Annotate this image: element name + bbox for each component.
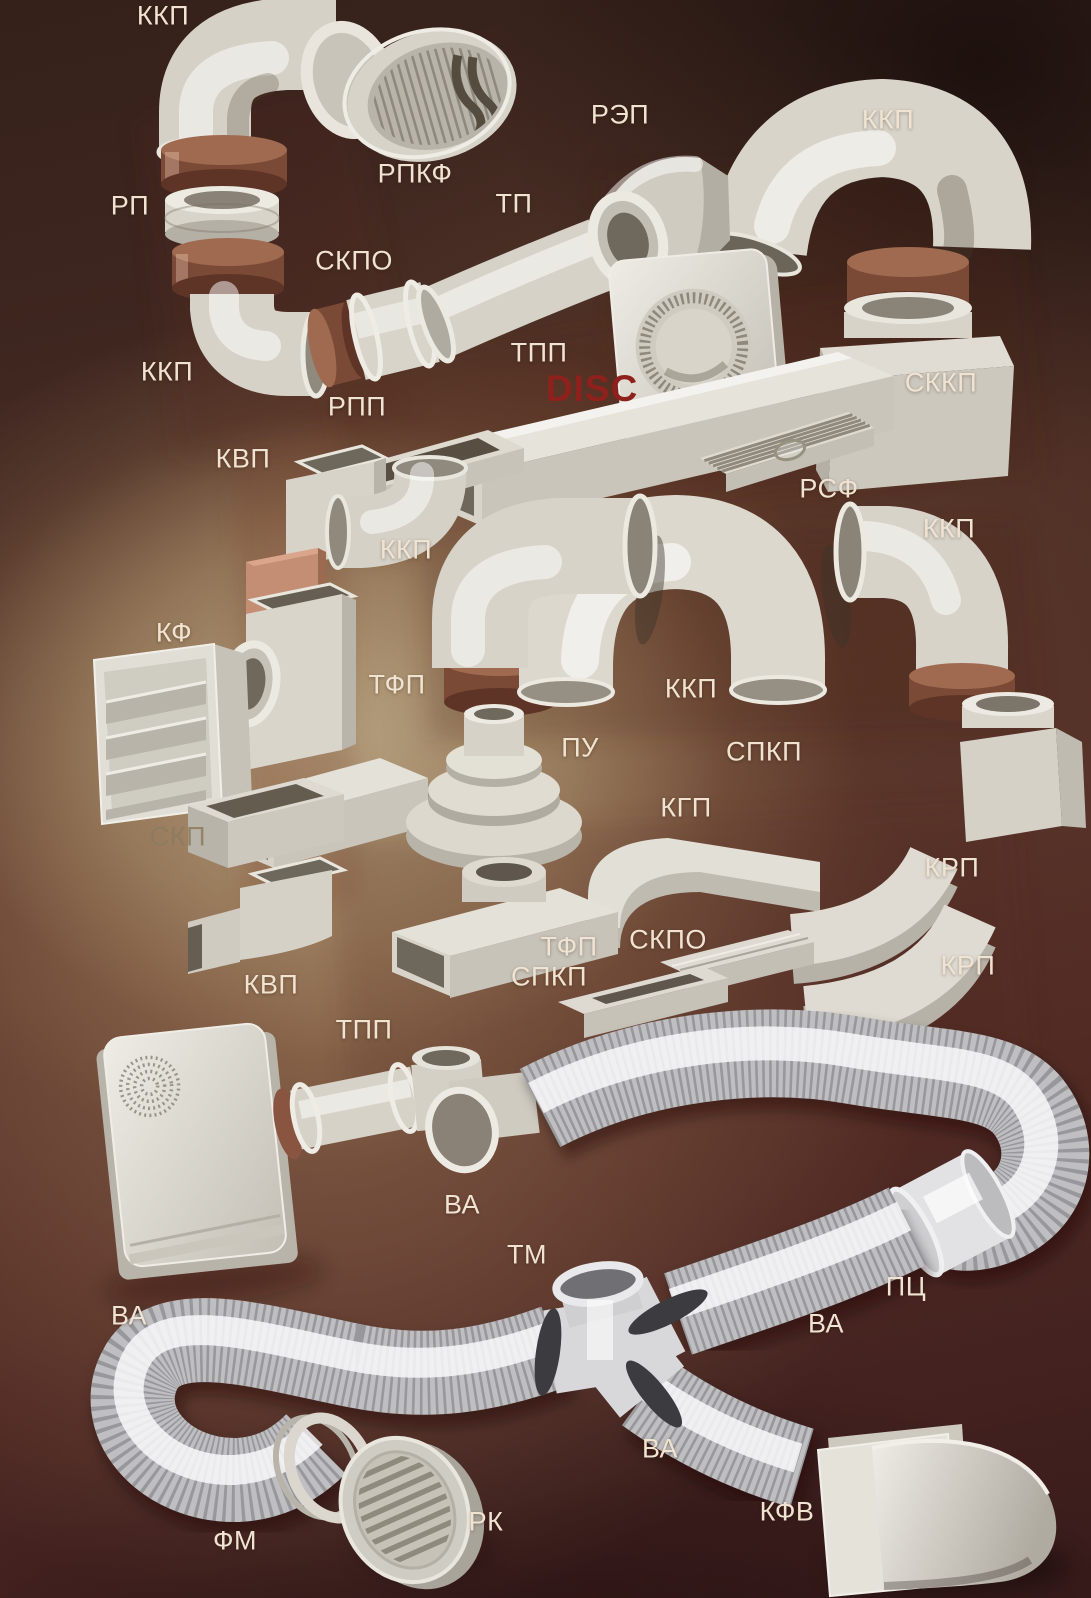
metal-tee-tm <box>534 1261 708 1428</box>
round-tee-tpp <box>411 1046 540 1174</box>
part-label-ва: ВА <box>110 1300 148 1331</box>
round-pipe-tp <box>416 219 616 364</box>
round-elbow-kkp-3 <box>706 78 1032 277</box>
part-label-квп: КВП <box>215 443 271 474</box>
louver-grille-kf <box>92 642 252 826</box>
exhaust-hood-kfv <box>816 1424 1070 1598</box>
part-label-тп: ТП <box>495 188 533 219</box>
flat-tray-duct <box>188 778 344 868</box>
part-label-рпкф: РПКФ <box>377 158 453 189</box>
round-grille-rk <box>338 1435 488 1590</box>
part-label-рэп: РЭП <box>590 99 650 130</box>
part-label-рпп: РПП <box>327 391 387 422</box>
square-elbow-kvp-2 <box>188 856 349 974</box>
wall-fan-unit <box>96 1022 324 1306</box>
part-label-сккп: СККП <box>904 367 978 398</box>
part-label-ва: ВА <box>641 1433 679 1464</box>
part-label-disc: DISC <box>545 368 639 409</box>
part-label-скпо: СКПО <box>315 245 393 276</box>
part-label-ккп: ККП <box>664 673 718 704</box>
part-label-тпп: ТПП <box>510 337 568 368</box>
part-label-спкп: СПКП <box>725 736 803 767</box>
part-label-ва: ВА <box>807 1308 845 1339</box>
part-label-крп: КРП <box>924 852 980 883</box>
round-grille-rpkf <box>342 27 517 162</box>
part-label-ккп: ККП <box>922 513 976 544</box>
flat-bend-krp-1 <box>789 846 958 984</box>
round-connector-skpo <box>346 279 440 382</box>
part-label-ккп: ККП <box>379 534 433 565</box>
part-label-спкп: СПКП <box>510 961 588 992</box>
part-label-рп: РП <box>110 190 150 221</box>
square-round-adapter-spkp-1 <box>960 692 1086 842</box>
round-elbow-kkp-7 <box>833 501 1009 672</box>
part-label-тфп: ТФП <box>368 669 426 700</box>
part-label-фм: ФМ <box>212 1525 258 1556</box>
part-label-ккп: ККП <box>136 0 190 31</box>
part-label-тм: ТМ <box>507 1239 547 1270</box>
round-pipe-and-rings <box>273 1062 422 1160</box>
part-label-кфв: КФВ <box>759 1496 815 1527</box>
part-label-скп: СКП <box>149 821 207 852</box>
part-label-тпп: ТПП <box>335 1014 393 1045</box>
part-label-пу: ПУ <box>561 732 599 763</box>
flat-tee-tfp-2 <box>392 857 618 998</box>
flat-bend-kgp <box>588 838 820 948</box>
flexible-hose-va-3 <box>90 1298 577 1534</box>
round-elbow-kkp-4 <box>325 455 468 570</box>
part-label-рсф: РСФ <box>799 473 859 504</box>
flexible-hose-va-2 <box>664 1187 934 1367</box>
part-label-пц: ПЦ <box>885 1271 927 1302</box>
flat-adapter-spkp-2 <box>558 966 728 1038</box>
part-label-рк: РК <box>468 1506 504 1537</box>
part-label-кф: КФ <box>155 617 193 648</box>
round-elbow-kkp-5 <box>432 493 658 668</box>
part-label-ва: ВА <box>443 1189 481 1220</box>
part-label-кгп: КГП <box>660 792 712 823</box>
part-label-ккп: ККП <box>861 104 915 135</box>
slatted-grille-rsf <box>700 412 874 492</box>
square-round-adapter-skkp <box>816 292 1014 492</box>
part-label-квп: КВП <box>243 969 299 1000</box>
part-label-тфп: ТФП <box>540 931 598 962</box>
pipe-connector-pc <box>887 1149 1016 1278</box>
reducer-rep <box>587 155 730 290</box>
part-label-крп: КРП <box>940 950 996 981</box>
part-label-ккп: ККП <box>140 356 194 387</box>
part-label-скпо: СКПО <box>629 924 707 955</box>
stepped-mount-pu <box>406 704 582 870</box>
